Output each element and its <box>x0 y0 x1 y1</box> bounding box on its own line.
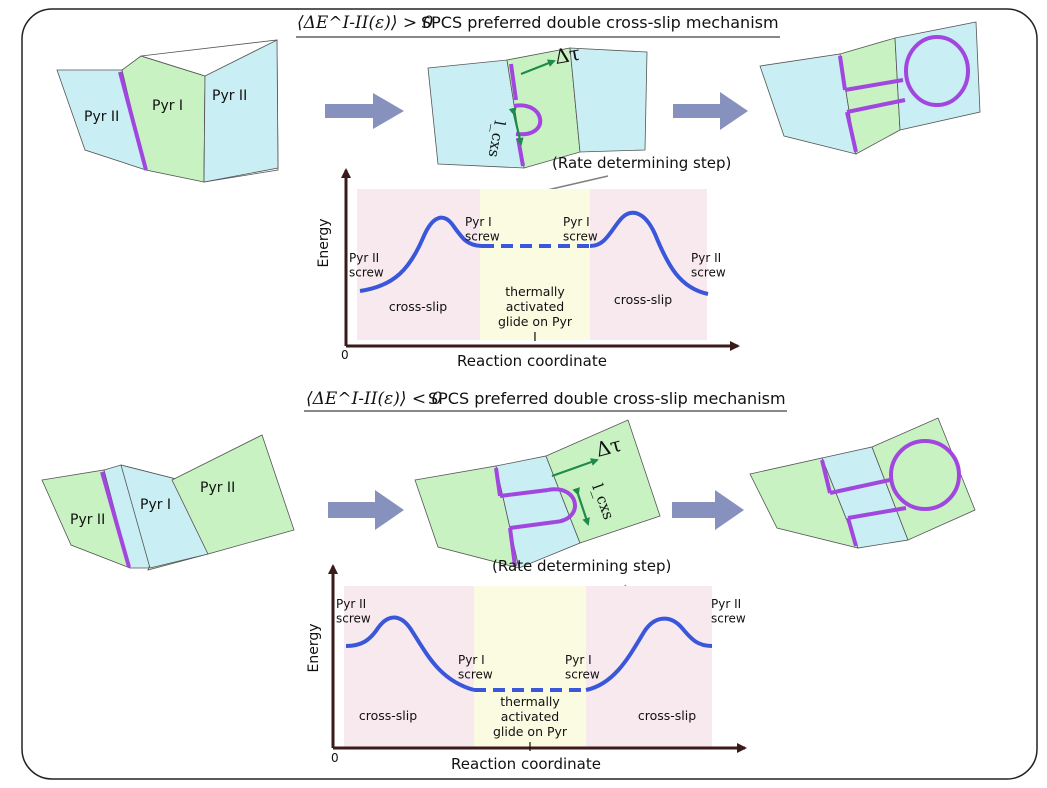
bottom-region-right <box>586 586 712 748</box>
bottom-region-mid <box>474 586 586 748</box>
top-chart-xlabel: Reaction coordinate <box>457 352 607 370</box>
bottom-chart-origin: 0 <box>331 751 339 765</box>
bottom-annotation: (Rate determining step) <box>492 557 671 575</box>
top-block-arrow-2 <box>673 92 748 130</box>
top-energy-curve-left <box>359 215 483 293</box>
bottom-region-right-label: cross-slip <box>638 708 696 723</box>
bottom-slab-label-pyr2-right: Pyr II <box>200 480 235 496</box>
top-region-left <box>357 189 480 340</box>
top-slab-intermediate: Δτ l_cxs <box>427 41 648 169</box>
top-slab-initial: Pyr II Pyr I Pyr II <box>56 39 279 183</box>
top-slab-label-pyr2-right: Pyr II <box>212 88 247 104</box>
top-heading-text: SPCS preferred double cross-slip mechani… <box>421 13 779 32</box>
top-panel: ⟨ΔE^I-II(ε)⟩ > 0 SPCS preferred double c… <box>56 13 981 370</box>
top-region-right <box>590 189 707 340</box>
top-energy-curve-right <box>589 210 709 296</box>
bottom-region-left-label: cross-slip <box>359 708 417 723</box>
top-chart-ylabel: Energy <box>316 218 332 267</box>
top-block-arrow-1 <box>325 93 404 129</box>
bottom-slab-label-pyr1: Pyr I <box>140 497 171 513</box>
bottom-chart-ylabel: Energy <box>306 623 322 672</box>
bottom-region-left <box>344 586 474 748</box>
top-region-left-label: cross-slip <box>389 299 447 314</box>
outer-frame <box>21 8 1038 780</box>
top-slab-label-pyr2-left: Pyr II <box>84 109 119 125</box>
bottom-chart-xlabel: Reaction coordinate <box>451 755 601 773</box>
bottom-slab-final <box>749 417 976 549</box>
bottom-slab-intermediate: Δτ l_cxs <box>414 419 661 569</box>
top-annotation: (Rate determining step) <box>552 154 731 172</box>
top-heading-math: ⟨ΔE^I-II(ε)⟩ > 0 <box>297 13 434 33</box>
top-region-right-label: cross-slip <box>614 292 672 307</box>
bottom-block-arrow-1 <box>328 490 404 530</box>
top-delta-tau: Δτ <box>553 41 582 69</box>
bottom-energy-curve-left <box>345 615 475 692</box>
bottom-panel: ⟨ΔE^I-II(ε)⟩ < 0 SPCS preferred double c… <box>41 389 976 773</box>
top-region-mid <box>480 189 590 340</box>
bottom-slab-label-pyr2-left: Pyr II <box>70 512 105 528</box>
bottom-heading-text: SPCS preferred double cross-slip mechani… <box>428 389 786 408</box>
top-slab-label-pyr1: Pyr I <box>152 98 183 114</box>
top-slab-final <box>759 21 981 155</box>
bottom-slab-initial: Pyr II Pyr I Pyr II <box>41 434 295 571</box>
bottom-energy-curve-right <box>585 616 713 692</box>
bottom-block-arrow-2 <box>672 490 744 530</box>
top-chart-origin: 0 <box>341 348 349 362</box>
bottom-heading-math: ⟨ΔE^I-II(ε)⟩ < 0 <box>306 389 443 409</box>
